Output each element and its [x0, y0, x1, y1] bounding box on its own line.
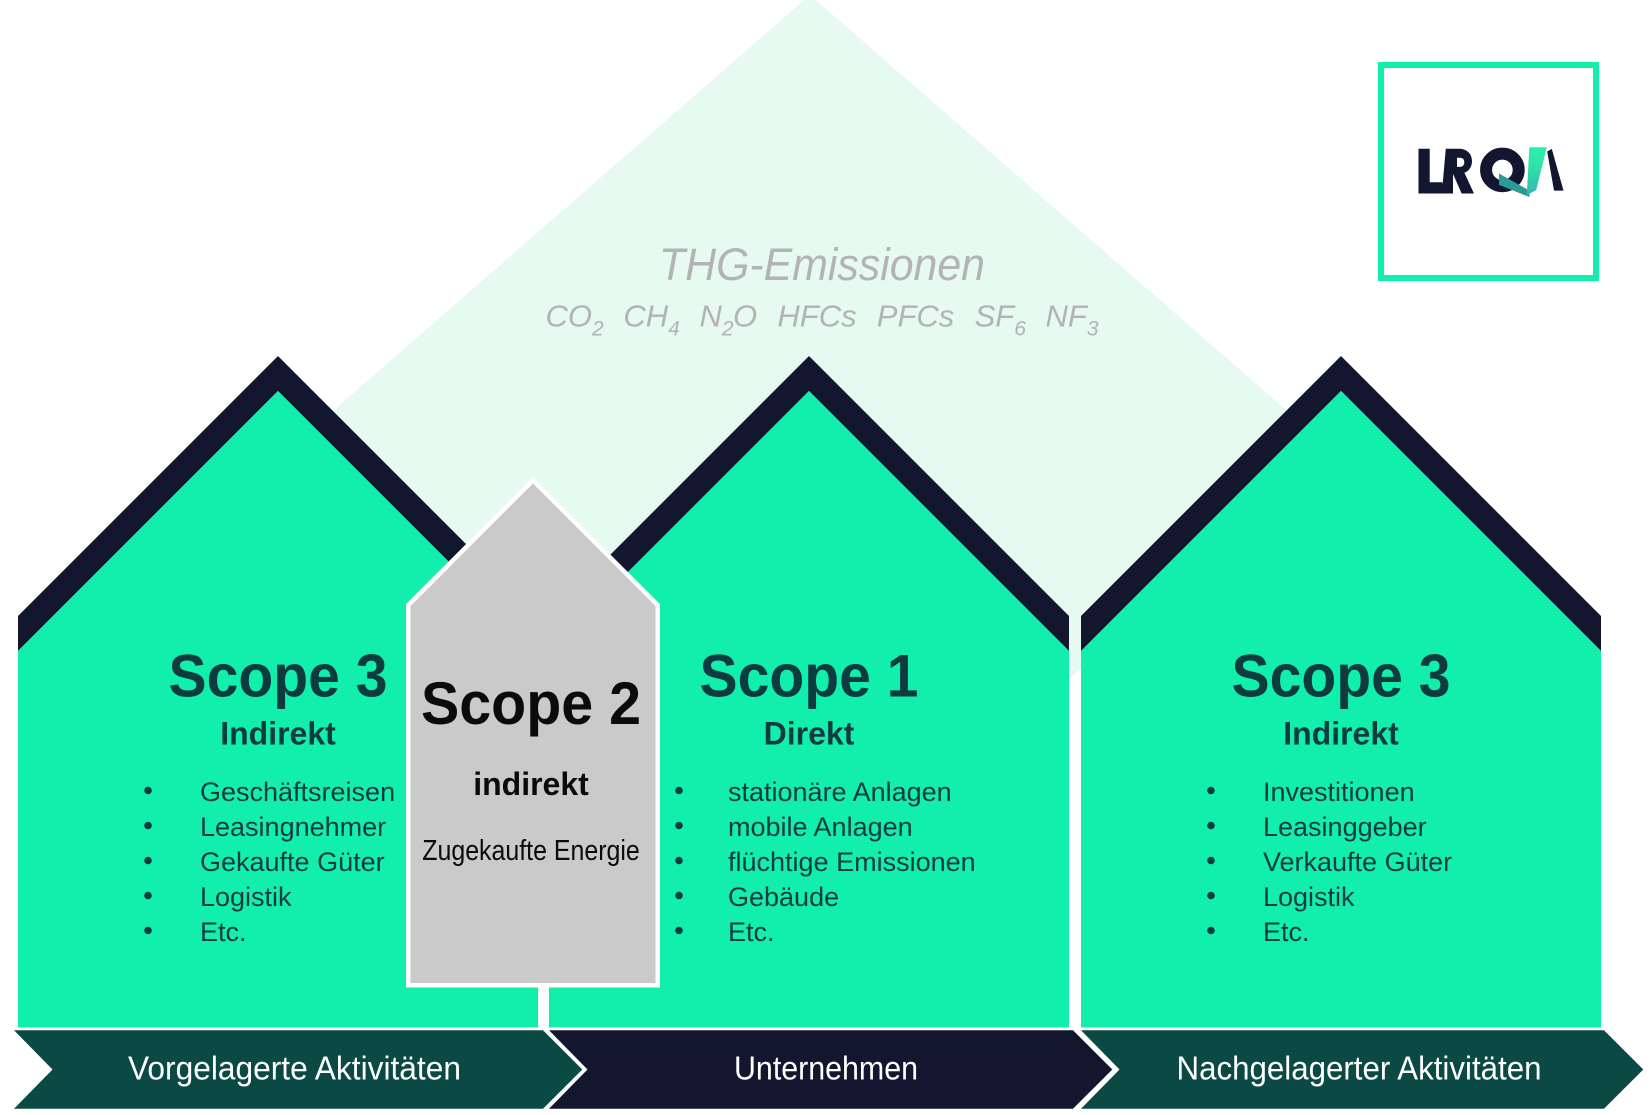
svg-text:Etc.: Etc.: [728, 917, 775, 947]
svg-text:2: 2: [721, 318, 734, 341]
svg-text:Scope 2: Scope 2: [421, 670, 641, 737]
svg-text:Leasingnehmer: Leasingnehmer: [200, 812, 386, 842]
svg-text:Direkt: Direkt: [764, 716, 855, 752]
svg-text:Etc.: Etc.: [200, 917, 247, 947]
svg-text:Verkaufte Güter: Verkaufte Güter: [1263, 847, 1452, 877]
svg-text:stationäre Anlagen: stationäre Anlagen: [728, 777, 952, 807]
svg-text:PFCs: PFCs: [877, 299, 955, 334]
svg-text:CO: CO: [546, 299, 593, 334]
svg-text:Indirekt: Indirekt: [1283, 716, 1399, 752]
svg-text:SF: SF: [975, 299, 1017, 334]
svg-text:Unternehmen: Unternehmen: [734, 1050, 918, 1087]
svg-text:Logistik: Logistik: [200, 882, 292, 912]
svg-text:6: 6: [1014, 318, 1026, 341]
svg-text:O: O: [733, 299, 757, 334]
svg-text:2: 2: [591, 318, 604, 341]
svg-text:Etc.: Etc.: [1263, 917, 1310, 947]
svg-text:Vorgelagerte Aktivitäten: Vorgelagerte Aktivitäten: [128, 1050, 461, 1087]
svg-text:mobile Anlagen: mobile Anlagen: [728, 812, 913, 842]
svg-text:flüchtige Emissionen: flüchtige Emissionen: [728, 847, 976, 877]
svg-text:3: 3: [1087, 318, 1099, 341]
svg-text:Logistik: Logistik: [1263, 882, 1355, 912]
svg-text:Gebäude: Gebäude: [728, 882, 839, 912]
svg-text:Scope 1: Scope 1: [700, 643, 919, 710]
svg-text:Geschäftsreisen: Geschäftsreisen: [200, 777, 395, 807]
svg-text:Indirekt: Indirekt: [220, 716, 336, 752]
svg-text:THG-Emissionen: THG-Emissionen: [659, 239, 985, 290]
svg-text:Leasinggeber: Leasinggeber: [1263, 812, 1427, 842]
svg-text:4: 4: [668, 318, 680, 341]
svg-text:Zugekaufte Energie: Zugekaufte Energie: [422, 835, 640, 867]
svg-text:N: N: [700, 299, 723, 334]
svg-text:indirekt: indirekt: [473, 766, 589, 802]
svg-text:NF: NF: [1046, 299, 1089, 334]
svg-text:Investitionen: Investitionen: [1263, 777, 1415, 807]
svg-text:Nachgelagerter Aktivitäten: Nachgelagerter Aktivitäten: [1177, 1050, 1542, 1087]
svg-text:CH: CH: [623, 299, 668, 334]
svg-text:Gekaufte Güter: Gekaufte Güter: [200, 847, 385, 877]
svg-text:Scope 3: Scope 3: [169, 643, 388, 710]
svg-text:HFCs: HFCs: [777, 299, 856, 334]
svg-text:Scope 3: Scope 3: [1232, 643, 1451, 710]
